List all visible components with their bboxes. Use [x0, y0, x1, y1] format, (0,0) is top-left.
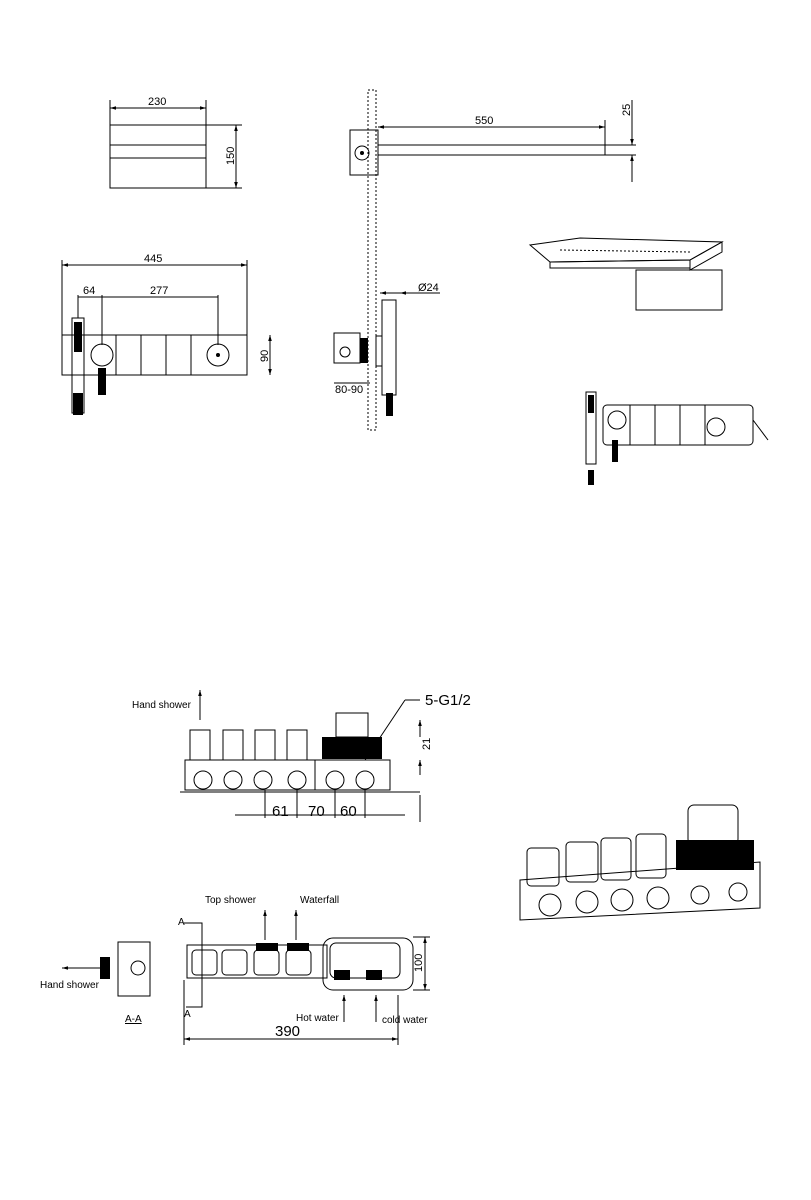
- dim-width: 230: [148, 96, 166, 108]
- label-section: A-A: [125, 1014, 142, 1025]
- label-hot-water: Hot water: [296, 1013, 339, 1024]
- dim-length: 390: [275, 1023, 300, 1040]
- valve-body-3d: [519, 804, 761, 921]
- dim-1: 61: [272, 803, 289, 820]
- dim-2: 70: [308, 803, 325, 820]
- dim-arm-thickness: 25: [621, 104, 633, 116]
- section-a-a: Hand shower A-A: [40, 941, 151, 1025]
- label-top-shower: Top shower: [205, 895, 257, 906]
- valve-body-front: Hand shower 5-G1/2 21 61 70 60: [132, 690, 471, 822]
- label-hand-shower: Hand shower: [132, 700, 192, 711]
- mixer-3d: [585, 391, 769, 485]
- section-mark-top: A: [178, 917, 185, 928]
- shower-arm-side-view: 550 25: [349, 89, 636, 431]
- section-mark-bottom: A: [184, 1009, 191, 1020]
- dim-height: 90: [259, 350, 271, 362]
- dim-overall: 445: [144, 253, 162, 265]
- label-waterfall: Waterfall: [300, 895, 339, 906]
- valve-plan-view: A A Top shower Waterfall Hot water cold …: [178, 895, 430, 1045]
- dim-3: 60: [340, 803, 357, 820]
- label-hand-shower-2: Hand shower: [40, 980, 100, 991]
- dim-spacing: 277: [150, 285, 168, 297]
- mixer-side-view: Ø24 80-90: [333, 282, 440, 416]
- dim-depth: 100: [413, 954, 425, 972]
- dim-arm-length: 550: [475, 115, 493, 127]
- dim-offset: 64: [83, 285, 95, 297]
- dim-depth: 80-90: [335, 384, 363, 396]
- label-cold-water: cold water: [382, 1015, 428, 1026]
- shower-head-3d: [528, 237, 724, 311]
- label-thread: 5-G1/2: [425, 692, 471, 709]
- mixer-front-view: 445 64 277 90: [61, 253, 272, 415]
- dim-height: 21: [421, 738, 433, 750]
- dim-height: 150: [225, 147, 237, 165]
- dim-diameter: Ø24: [418, 282, 439, 294]
- shower-head-front-view: 230 150: [109, 96, 242, 189]
